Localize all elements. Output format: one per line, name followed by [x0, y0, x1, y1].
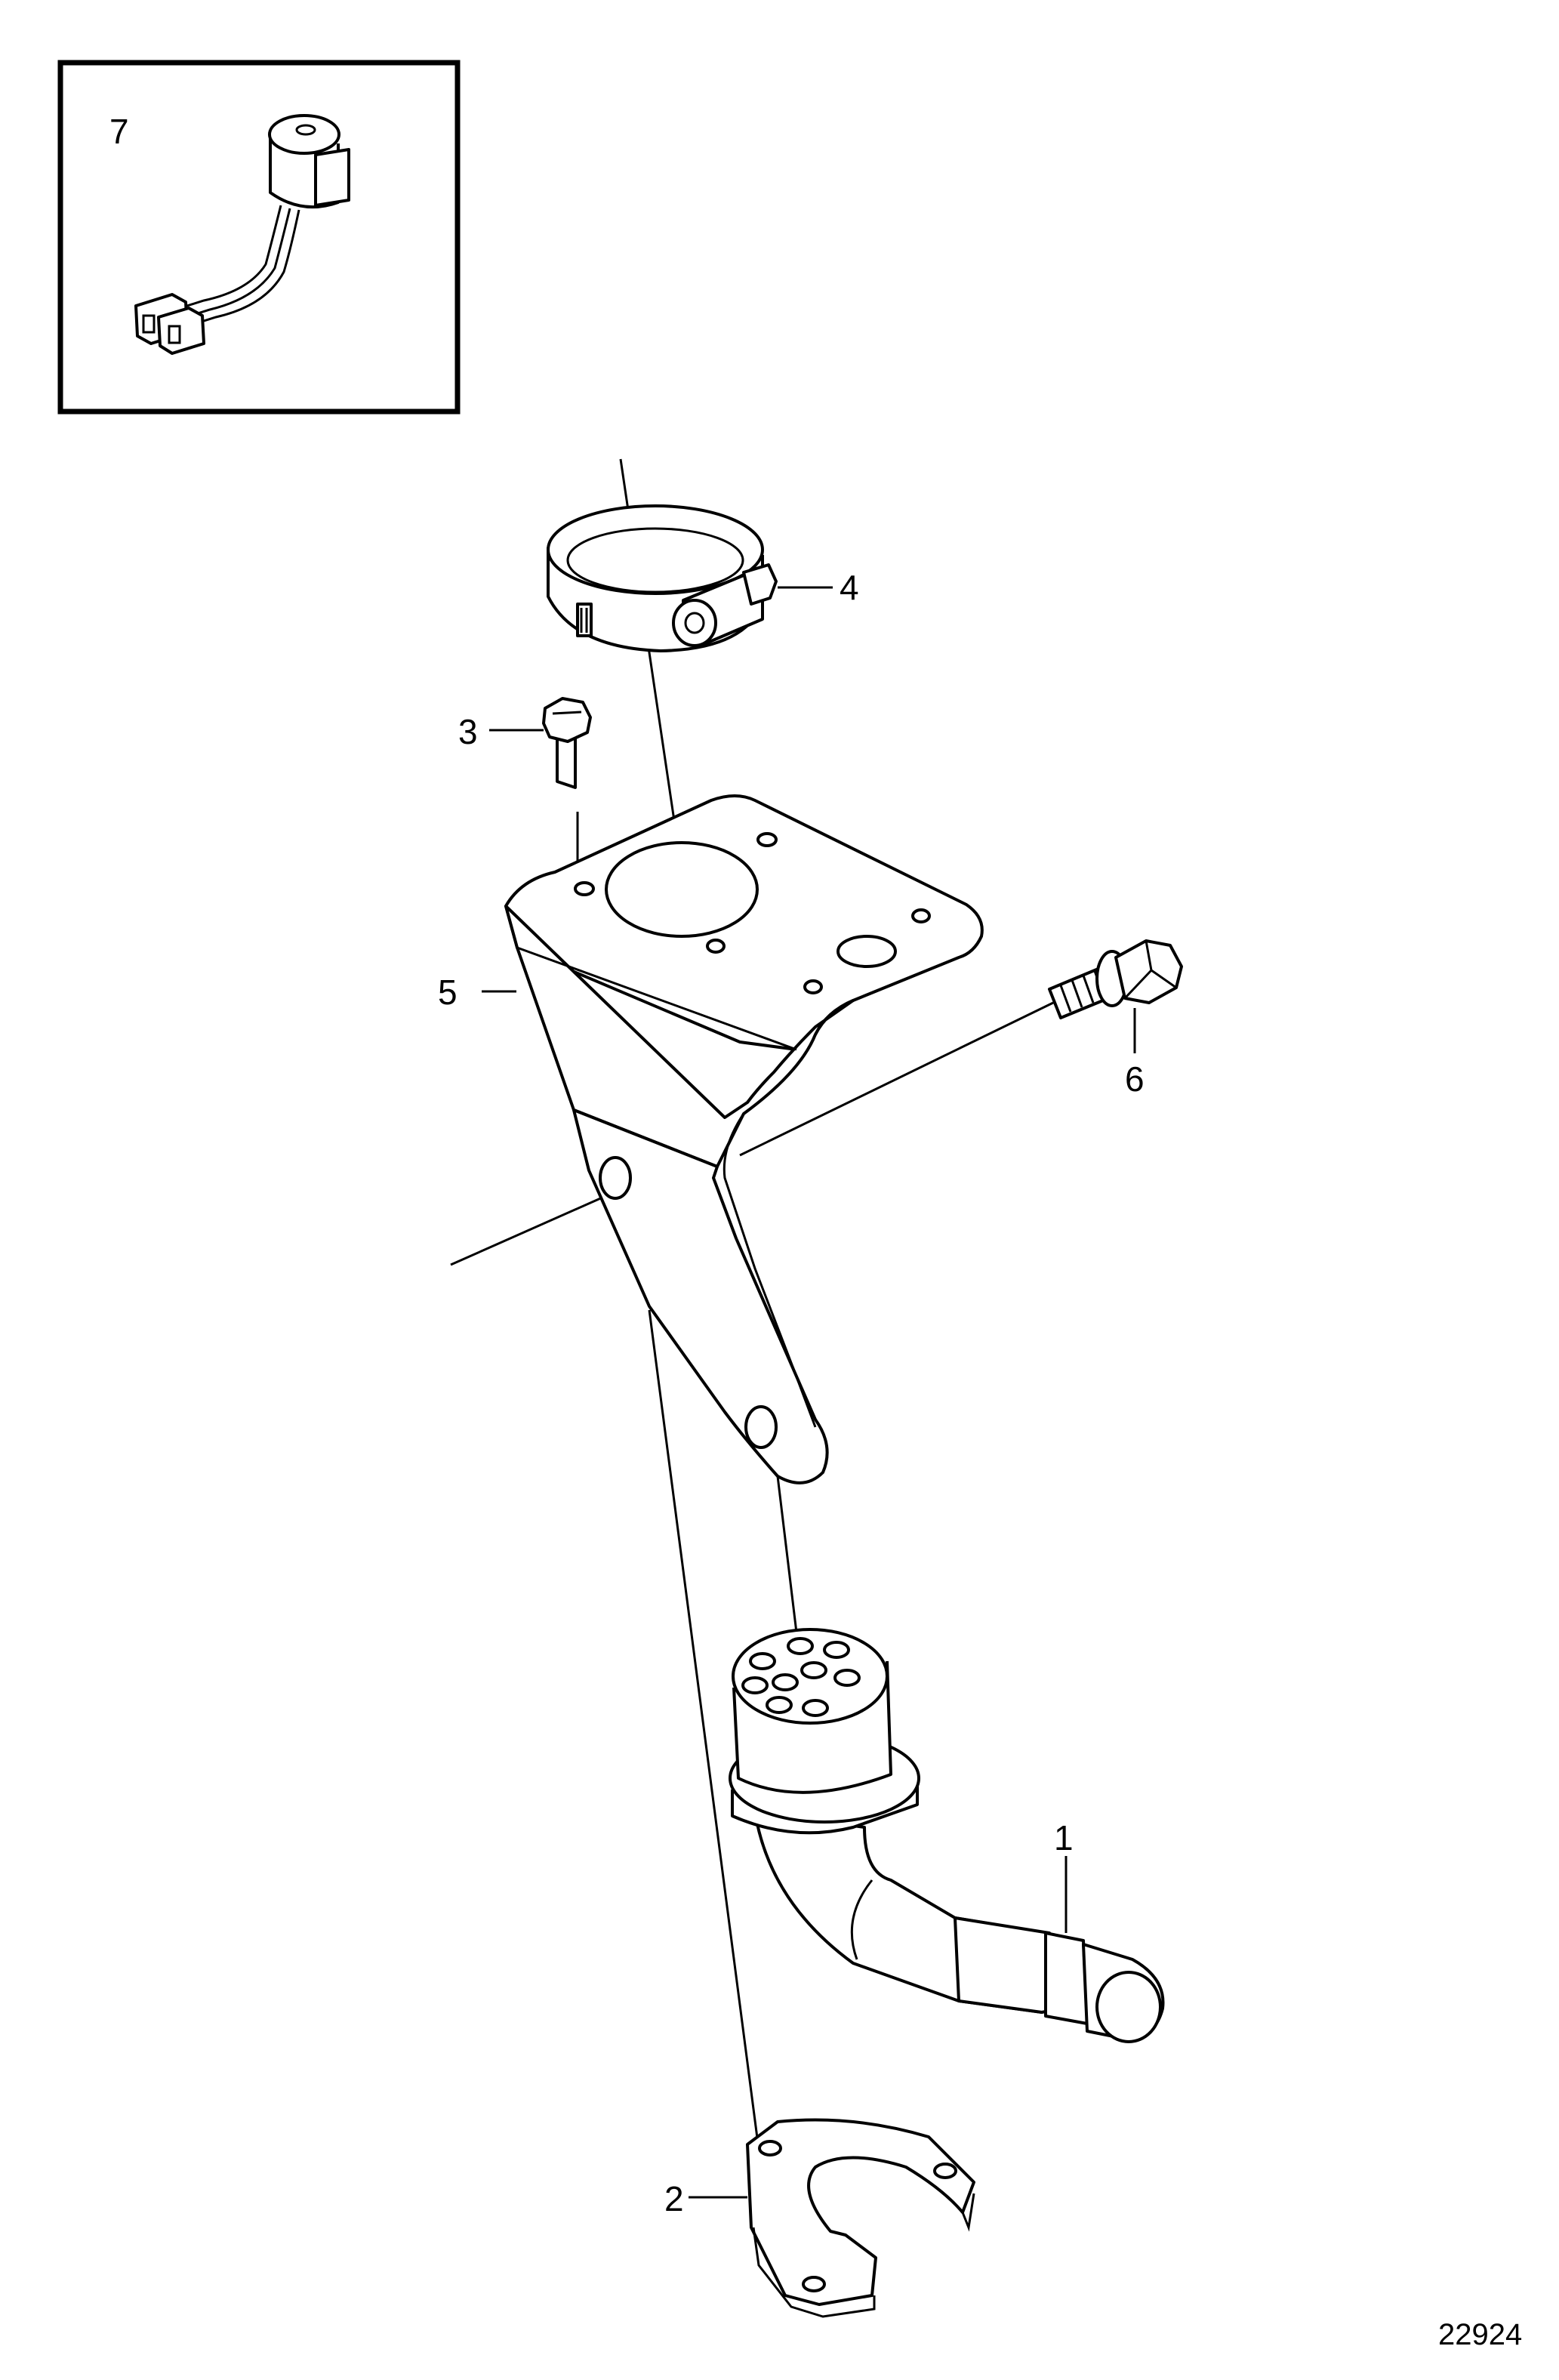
figure-number: 22924 — [1438, 2318, 1522, 2351]
connector-elbow — [729, 1628, 1165, 2043]
hose-clamp — [547, 504, 833, 652]
callout-label-4: 4 — [840, 568, 859, 607]
callout-label-6: 6 — [1125, 1059, 1145, 1099]
callout-label-5: 5 — [438, 973, 458, 1012]
callout-label-2: 2 — [664, 2179, 684, 2218]
retaining-clip — [689, 2118, 975, 2318]
flange-bolt — [1048, 939, 1183, 1053]
callout-label-1: 1 — [1054, 1818, 1074, 1857]
bracket — [482, 794, 984, 1484]
callout-label-3: 3 — [458, 712, 478, 751]
sensor-with-cable — [134, 114, 350, 355]
screw — [489, 697, 592, 789]
inset-panel: 7 — [57, 60, 461, 415]
callout-label-7: 7 — [109, 112, 129, 151]
